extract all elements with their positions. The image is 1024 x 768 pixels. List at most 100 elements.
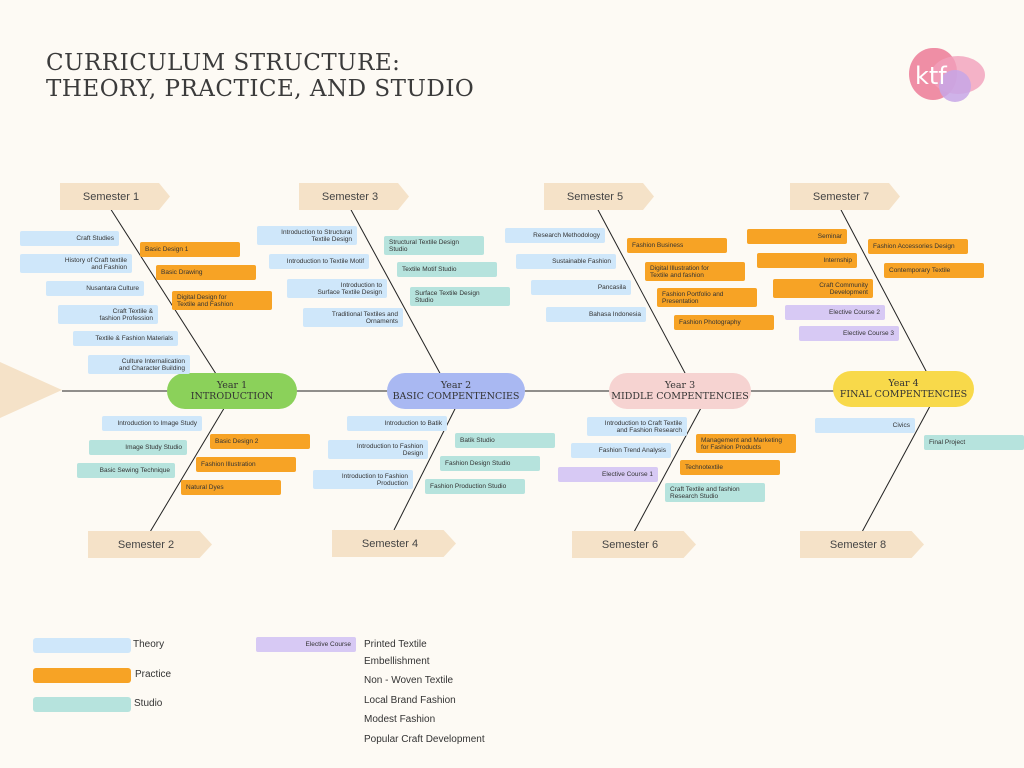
legend-studio-label: Studio <box>134 698 163 709</box>
course-digital-design: Digital Design for Textile and Fashion <box>172 291 272 310</box>
course-elective-3: Elective Course 3 <box>799 326 899 341</box>
course-contemporary-textile: Contemporary Textile <box>884 263 984 278</box>
title-line-2: THEORY, PRACTICE, AND STUDIO <box>46 76 475 102</box>
course-intro-batik: Introduction to Batik <box>347 416 447 431</box>
course-seminar: Seminar <box>747 229 847 244</box>
title-line-1: CURRICULUM STRUCTURE: <box>46 50 401 76</box>
topic-non-woven-textile: Non - Woven Textile <box>364 675 454 686</box>
year-1-pill: Year 1 INTRODUCTION <box>167 373 297 409</box>
course-intro-structural: Introduction to Structural Textile Desig… <box>257 226 357 245</box>
year-2-pill: Year 2 BASIC COMPENTENCIES <box>387 373 525 409</box>
course-intro-image-study: Introduction to Image Study <box>102 416 202 431</box>
legend-practice-swatch <box>33 668 131 683</box>
page-title: CURRICULUM STRUCTURE: THEORY, PRACTICE, … <box>46 50 474 102</box>
bone-semester-8 <box>861 394 937 533</box>
course-craft-community: Craft Community Development <box>773 279 873 298</box>
ktf-logo: ktf <box>905 46 989 106</box>
course-history-craft: History of Craft textile and Fashion <box>20 254 132 273</box>
course-civics: Civics <box>815 418 915 433</box>
bone-semester-3 <box>349 207 449 389</box>
course-traditional-textiles: Traditional Textiles and Ornaments <box>303 308 403 327</box>
year-4-name: FINAL COMPENTENCIES <box>839 389 968 400</box>
course-image-study-studio: Image Study Studio <box>89 440 187 455</box>
course-basic-sewing: Basic Sewing Technique <box>77 463 175 478</box>
course-intro-fashion-design: Introduction to Fashion Design <box>328 440 428 459</box>
year-3-name: MIDDLE COMPENTENCIES <box>611 391 749 402</box>
bone-semester-5 <box>596 207 694 389</box>
course-intro-craft-research: Introduction to Craft Textile and Fashio… <box>587 417 687 436</box>
course-craft-profession: Craft Textile & fashion Profession <box>58 305 158 324</box>
course-craft-studies: Craft Studies <box>20 231 119 246</box>
bone-semester-6 <box>633 394 709 533</box>
topic-embellishment: Embellishment <box>364 656 430 667</box>
course-pancasila: Pancasila <box>531 280 631 295</box>
semester-1-label: Semester 1 <box>60 183 170 210</box>
course-elective-1: Elective Course 1 <box>558 467 658 482</box>
course-research-studio: Craft Textile and fashion Research Studi… <box>665 483 765 502</box>
course-batik-studio: Batik Studio <box>455 433 555 448</box>
course-natural-dyes: Natural Dyes <box>181 480 281 495</box>
bone-semester-7 <box>839 207 936 389</box>
fish-tail <box>0 362 62 418</box>
bone-semester-2 <box>149 394 233 533</box>
year-3-pill: Year 3 MIDDLE COMPENTENCIES <box>609 373 751 409</box>
course-structural-studio: Structural Textile Design Studio <box>384 236 484 255</box>
legend-elective: Elective Course <box>256 637 356 652</box>
legend-practice-label: Practice <box>135 669 172 680</box>
topic-popular-craft-development: Popular Craft Development <box>364 734 485 745</box>
course-intro-fashion-production: Introduction to Fashion Production <box>313 470 413 489</box>
year-4-pill: Year 4 FINAL COMPENTENCIES <box>833 371 974 407</box>
course-fashion-trend: Fashion Trend Analysis <box>571 443 671 458</box>
course-fashion-photography: Fashion Photography <box>674 315 774 330</box>
course-motif-studio: Textile Motif Studio <box>397 262 497 277</box>
course-basic-design-1: Basic Design 1 <box>140 242 240 257</box>
year-1-number: Year 1 <box>216 380 248 391</box>
course-fashion-portfolio: Fashion Portfolio and Presentation <box>657 288 757 307</box>
legend-theory-swatch <box>33 638 131 653</box>
course-culture-internalication: Culture Internalication and Character Bu… <box>88 355 190 374</box>
course-basic-drawing: Basic Drawing <box>156 265 256 280</box>
course-intro-textile-motif: Introduction to Textile Motif <box>269 254 369 269</box>
year-4-number: Year 4 <box>888 378 919 389</box>
course-nusantara-culture: Nusantara Culture <box>46 281 144 296</box>
topic-printed-textile: Printed Textile <box>364 639 427 650</box>
course-sustainable-fashion: Sustainable Fashion <box>516 254 616 269</box>
course-surface-studio: Surface Textile Design Studio <box>410 287 510 306</box>
course-fashion-production-studio: Fashion Production Studio <box>425 479 525 494</box>
year-2-number: Year 2 <box>440 380 472 391</box>
course-digital-illustration: Digital Illustration for Textile and fas… <box>645 262 745 281</box>
semester-4-label: Semester 4 <box>332 530 456 557</box>
semester-3-label: Semester 3 <box>299 183 409 210</box>
course-technotextile: Technotextile <box>680 460 780 475</box>
course-fashion-design-studio: Fashion Design Studio <box>440 456 540 471</box>
bone-semester-1 <box>109 207 226 389</box>
course-final-project: Final Project <box>924 435 1024 450</box>
year-3-number: Year 3 <box>664 380 696 391</box>
topic-local-brand-fashion: Local Brand Fashion <box>364 695 456 706</box>
course-elective-2: Elective Course 2 <box>785 305 885 320</box>
logo-text: ktf <box>915 62 947 90</box>
course-fashion-business: Fashion Business <box>627 238 727 253</box>
topic-modest-fashion: Modest Fashion <box>364 714 436 725</box>
course-bahasa-indonesia: Bahasa Indonesia <box>546 307 646 322</box>
semester-8-label: Semester 8 <box>800 531 924 558</box>
semester-5-label: Semester 5 <box>544 183 654 210</box>
semester-6-label: Semester 6 <box>572 531 696 558</box>
legend-theory-label: Theory <box>133 639 165 650</box>
year-2-name: BASIC COMPENTENCIES <box>392 391 520 402</box>
semester-2-label: Semester 2 <box>88 531 212 558</box>
course-internship: Internship <box>757 253 857 268</box>
course-intro-surface: Introduction to Surface Textile Design <box>287 279 387 298</box>
bone-semester-4 <box>393 394 463 531</box>
course-textile-materials: Textile & Fashion Materials <box>73 331 178 346</box>
course-basic-design-2: Basic Design 2 <box>210 434 310 449</box>
course-management-marketing: Management and Marketing for Fashion Pro… <box>696 434 796 453</box>
course-research-methodology: Research Methodology <box>505 228 605 243</box>
course-fashion-accessories: Fashion Accessories Design <box>868 239 968 254</box>
year-1-name: INTRODUCTION <box>190 391 274 402</box>
semester-7-label: Semester 7 <box>790 183 900 210</box>
course-fashion-illustration: Fashion Illustration <box>196 457 296 472</box>
legend-studio-swatch <box>33 697 131 712</box>
